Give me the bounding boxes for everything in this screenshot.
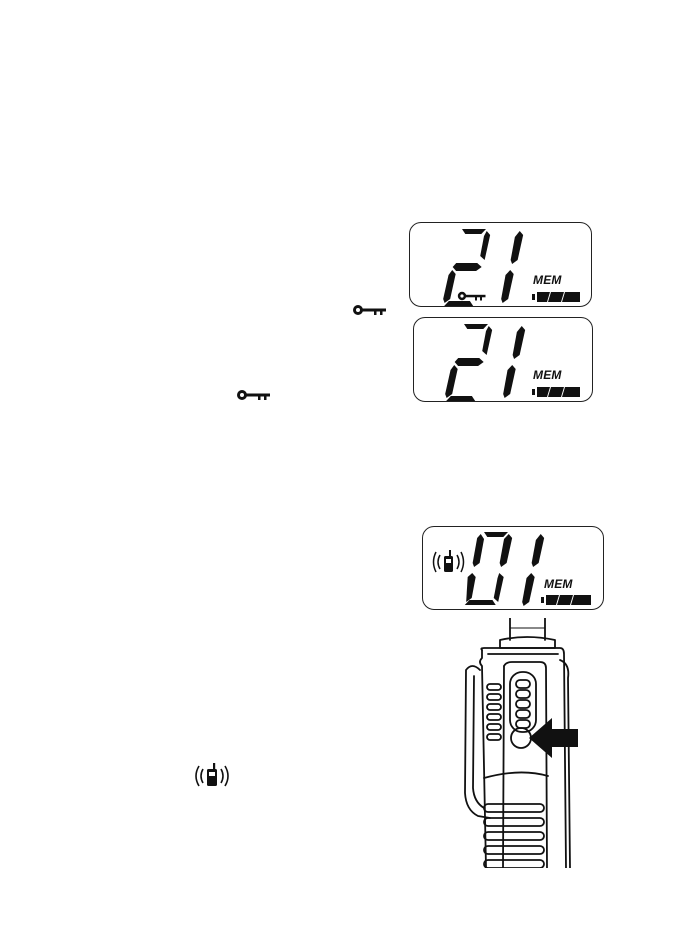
- battery-full-icon: [532, 291, 582, 303]
- lcd-display-bottom: MEM: [422, 526, 604, 610]
- mem-indicator: MEM: [533, 368, 562, 382]
- battery-full-icon: [541, 594, 593, 606]
- key-lock-icon: [457, 290, 487, 302]
- vibrate-alert-icon: [190, 760, 234, 792]
- mem-indicator: MEM: [544, 577, 573, 591]
- pointer-arrow-icon: [529, 718, 578, 758]
- mem-indicator: MEM: [533, 273, 562, 287]
- side-button: [511, 728, 531, 748]
- key-lock-icon: [236, 388, 272, 402]
- lcd-display-middle: MEM: [413, 317, 593, 402]
- battery-full-icon: [532, 386, 582, 398]
- radio-illustration: [440, 618, 640, 868]
- key-lock-icon: [352, 303, 388, 317]
- lcd-display-top: MEM: [409, 222, 592, 307]
